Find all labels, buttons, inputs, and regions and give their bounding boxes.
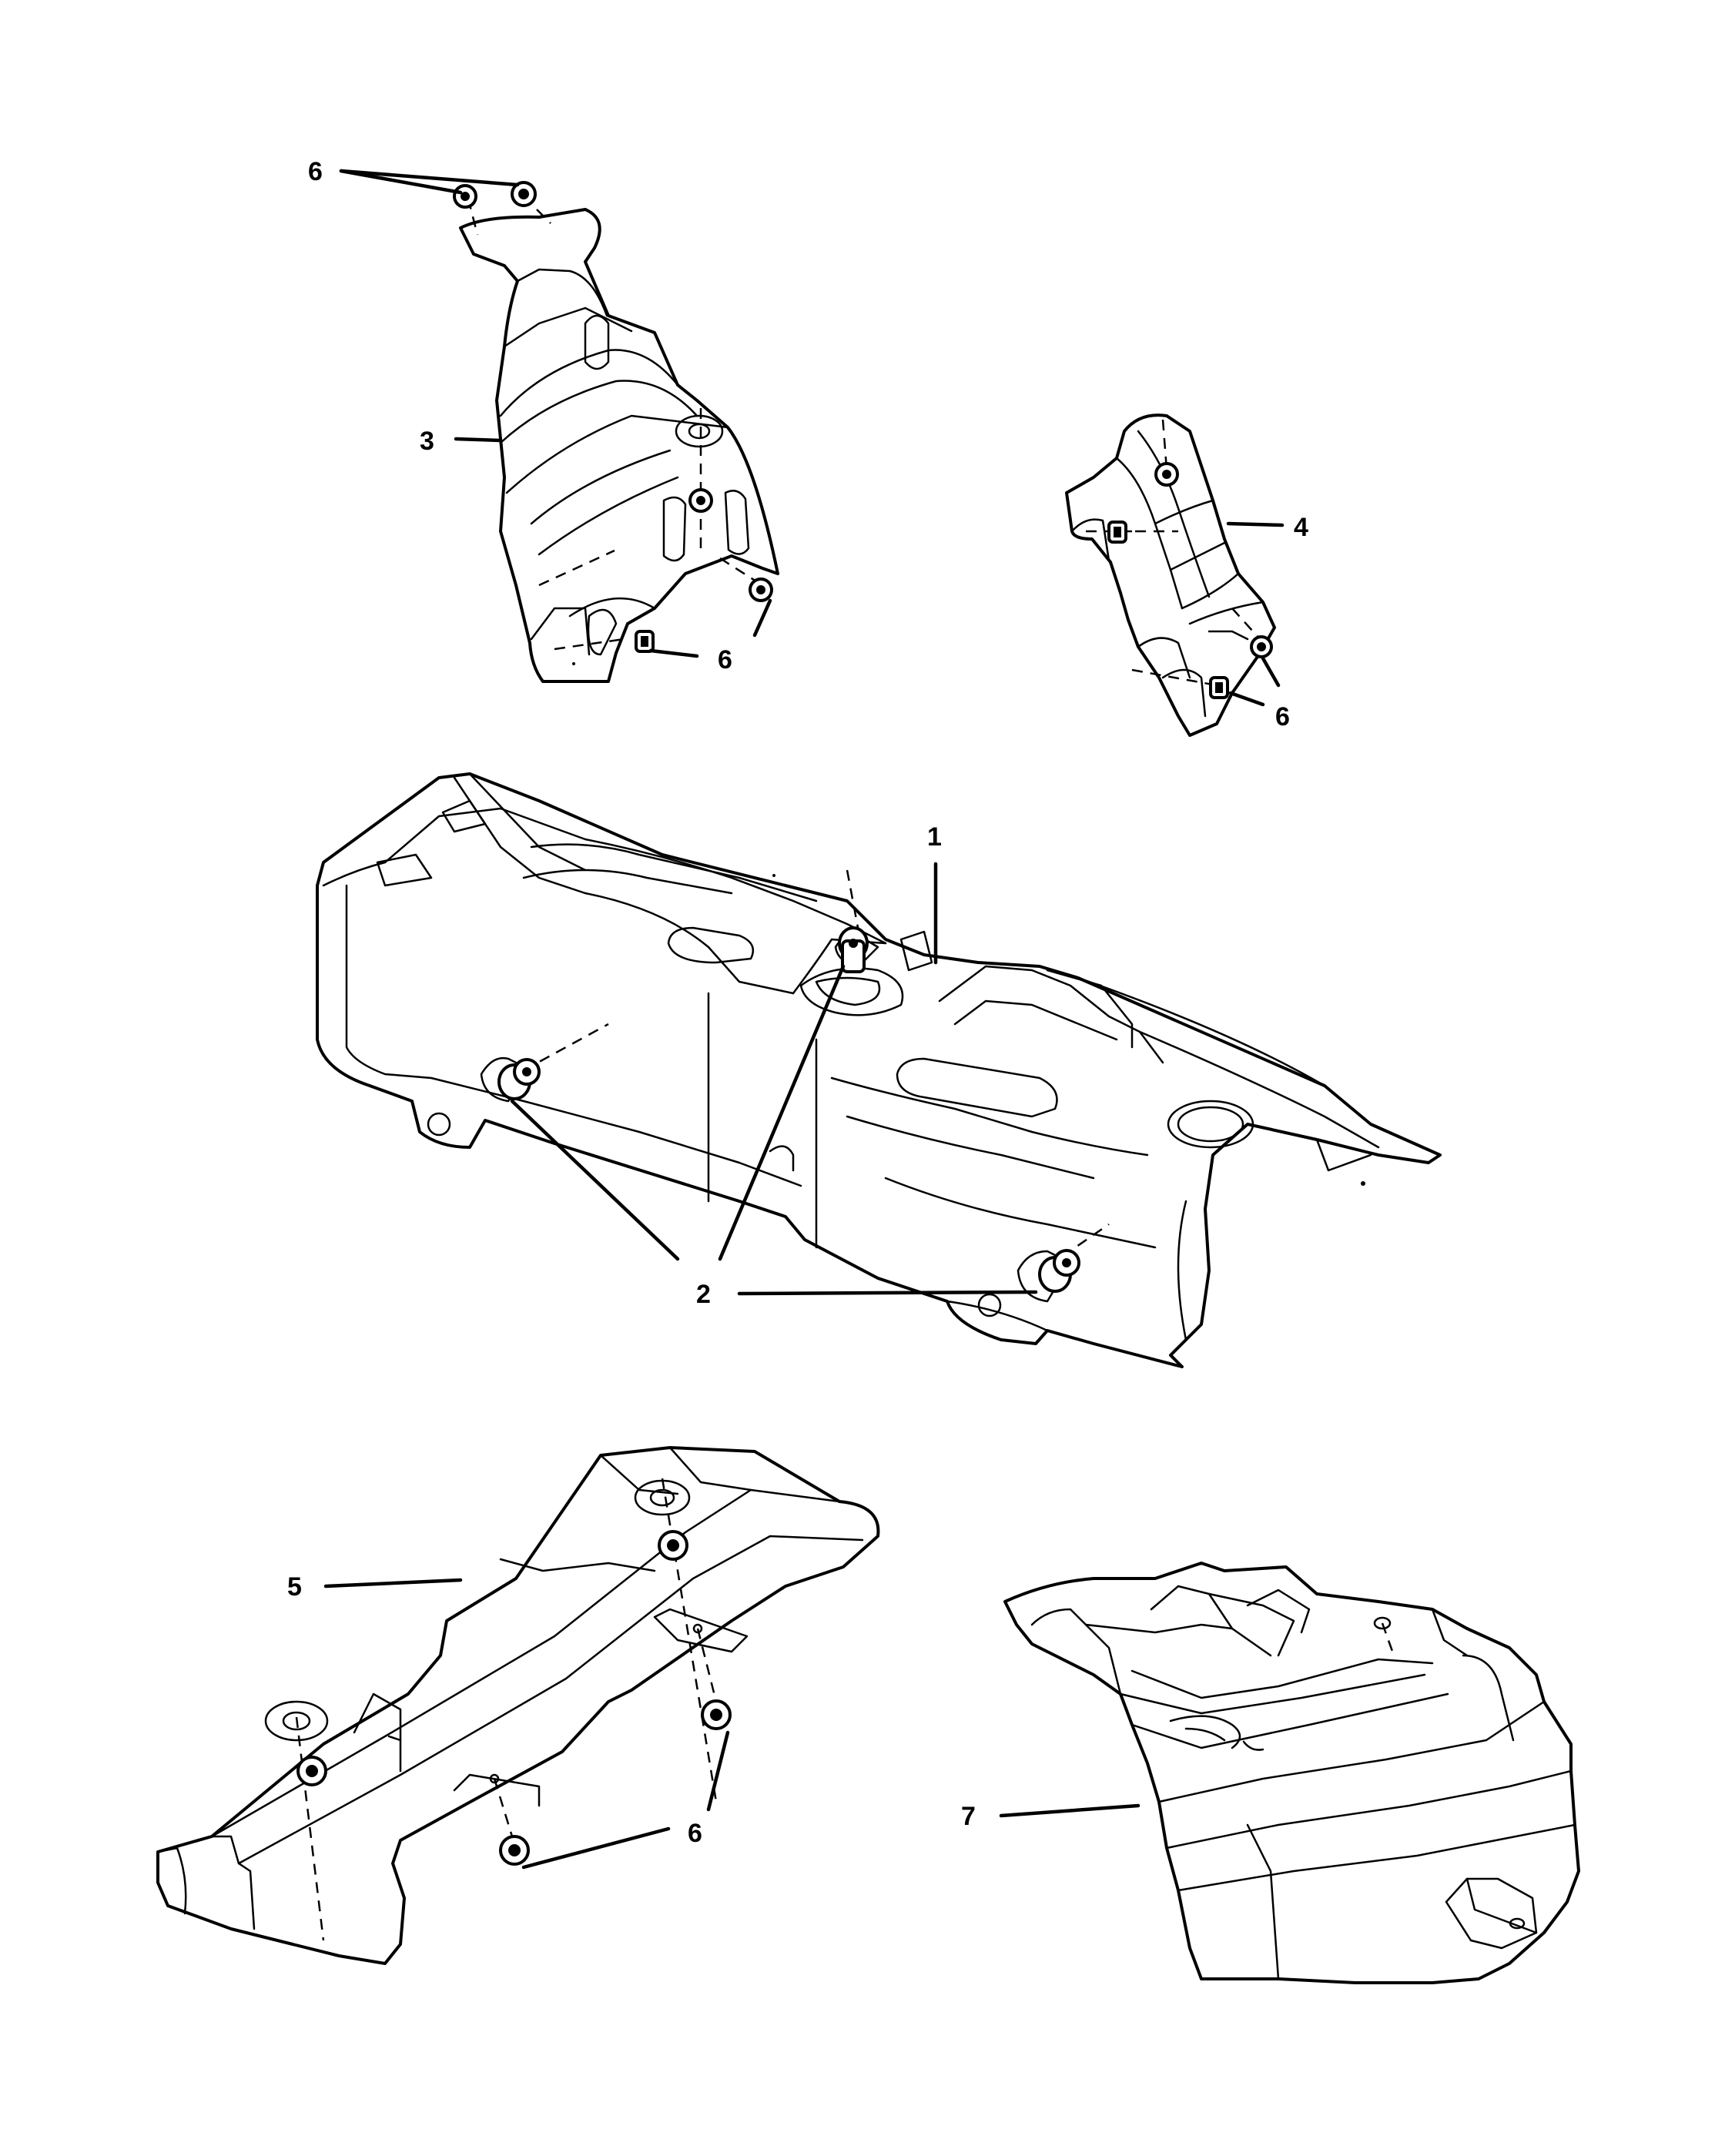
stud-nut-icon [838, 926, 869, 973]
nut-icon [749, 578, 773, 602]
callout-6-top: 6 [308, 157, 323, 186]
callout-3: 3 [420, 427, 434, 456]
fasteners [296, 181, 1273, 1866]
heat-shield-4 [1065, 413, 1276, 737]
assembly-lines [295, 196, 1395, 1941]
stud-nut-icon [1038, 1249, 1080, 1293]
callout-7: 7 [961, 1802, 976, 1831]
nut-icon [688, 488, 713, 513]
callout-5: 5 [287, 1572, 302, 1602]
callout-2: 2 [696, 1280, 711, 1309]
stray-dot [572, 662, 575, 665]
callouts: 6 3 6 4 6 1 2 5 6 7 [287, 157, 1308, 1848]
callout-6-part3: 6 [718, 645, 732, 675]
nut-icon [701, 1699, 732, 1730]
nut-icon [1250, 635, 1273, 658]
nut-icon [453, 184, 477, 209]
heat-shield-3 [459, 208, 779, 683]
heat-shield-1 [316, 772, 1442, 1368]
callout-1: 1 [927, 822, 942, 852]
nut-icon [296, 1756, 327, 1786]
nut-icon [1107, 521, 1127, 544]
stray-dot [1361, 1181, 1365, 1186]
callout-6-part4: 6 [1275, 702, 1290, 732]
nut-icon [511, 181, 537, 207]
stud-nut-icon [497, 1058, 541, 1100]
nut-icon [635, 630, 655, 653]
leader-lines [323, 169, 1285, 1870]
callout-4: 4 [1294, 513, 1308, 542]
nut-icon [658, 1530, 688, 1561]
nut-icon [1209, 676, 1229, 699]
heat-shield-5 [156, 1446, 880, 1965]
nut-icon [1154, 462, 1179, 487]
nut-icon [499, 1835, 530, 1866]
heat-shield-7 [1003, 1562, 1580, 1984]
callout-6-part5: 6 [688, 1819, 702, 1848]
stray-dot [772, 874, 775, 877]
